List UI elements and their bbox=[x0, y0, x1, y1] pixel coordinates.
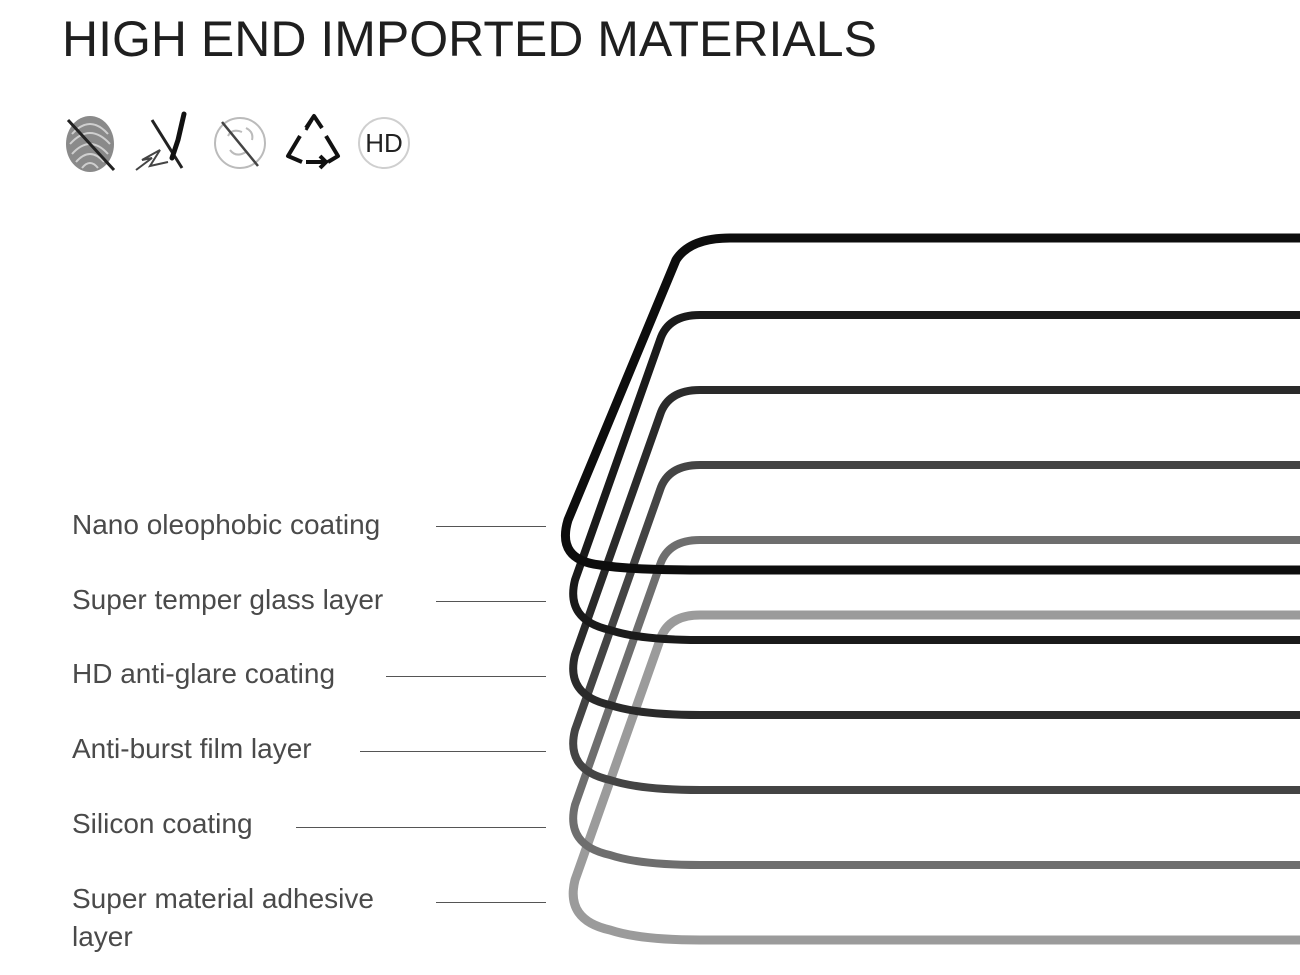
anti-shatter-icon bbox=[212, 110, 272, 176]
layer-outline-5 bbox=[569, 536, 1300, 869]
leader-line bbox=[436, 526, 546, 527]
leader-line bbox=[436, 902, 546, 903]
layer-label-anti-glare: HD anti-glare coating bbox=[72, 658, 336, 689]
anti-fingerprint-icon bbox=[62, 110, 122, 176]
layer-outline-4 bbox=[569, 461, 1300, 794]
layer-label-silicon: Silicon coating bbox=[72, 808, 253, 839]
layer-outline-1 bbox=[560, 233, 1300, 575]
layer-outline-3 bbox=[569, 386, 1300, 719]
layer-label-nano-oleophobic: Nano oleophobic coating bbox=[72, 509, 381, 540]
layer-label-adhesive: Super material adhesive layer bbox=[72, 883, 374, 952]
hd-label: HD bbox=[365, 128, 403, 158]
leader-line bbox=[360, 751, 546, 752]
leader-line bbox=[296, 827, 546, 828]
leader-line bbox=[436, 601, 546, 602]
page-title: HIGH END IMPORTED MATERIALS bbox=[62, 11, 877, 67]
layer-outline-6 bbox=[568, 610, 1300, 945]
recycle-icon bbox=[284, 110, 344, 176]
layer-outline-2 bbox=[569, 311, 1300, 644]
feature-icons: HD bbox=[62, 110, 410, 180]
anti-scratch-icon bbox=[132, 110, 192, 176]
layer-label-temper-glass: Super temper glass layer bbox=[72, 584, 384, 615]
hd-icon: HD bbox=[356, 110, 416, 176]
leader-line bbox=[386, 676, 546, 677]
layer-label-anti-burst: Anti-burst film layer bbox=[72, 733, 312, 764]
